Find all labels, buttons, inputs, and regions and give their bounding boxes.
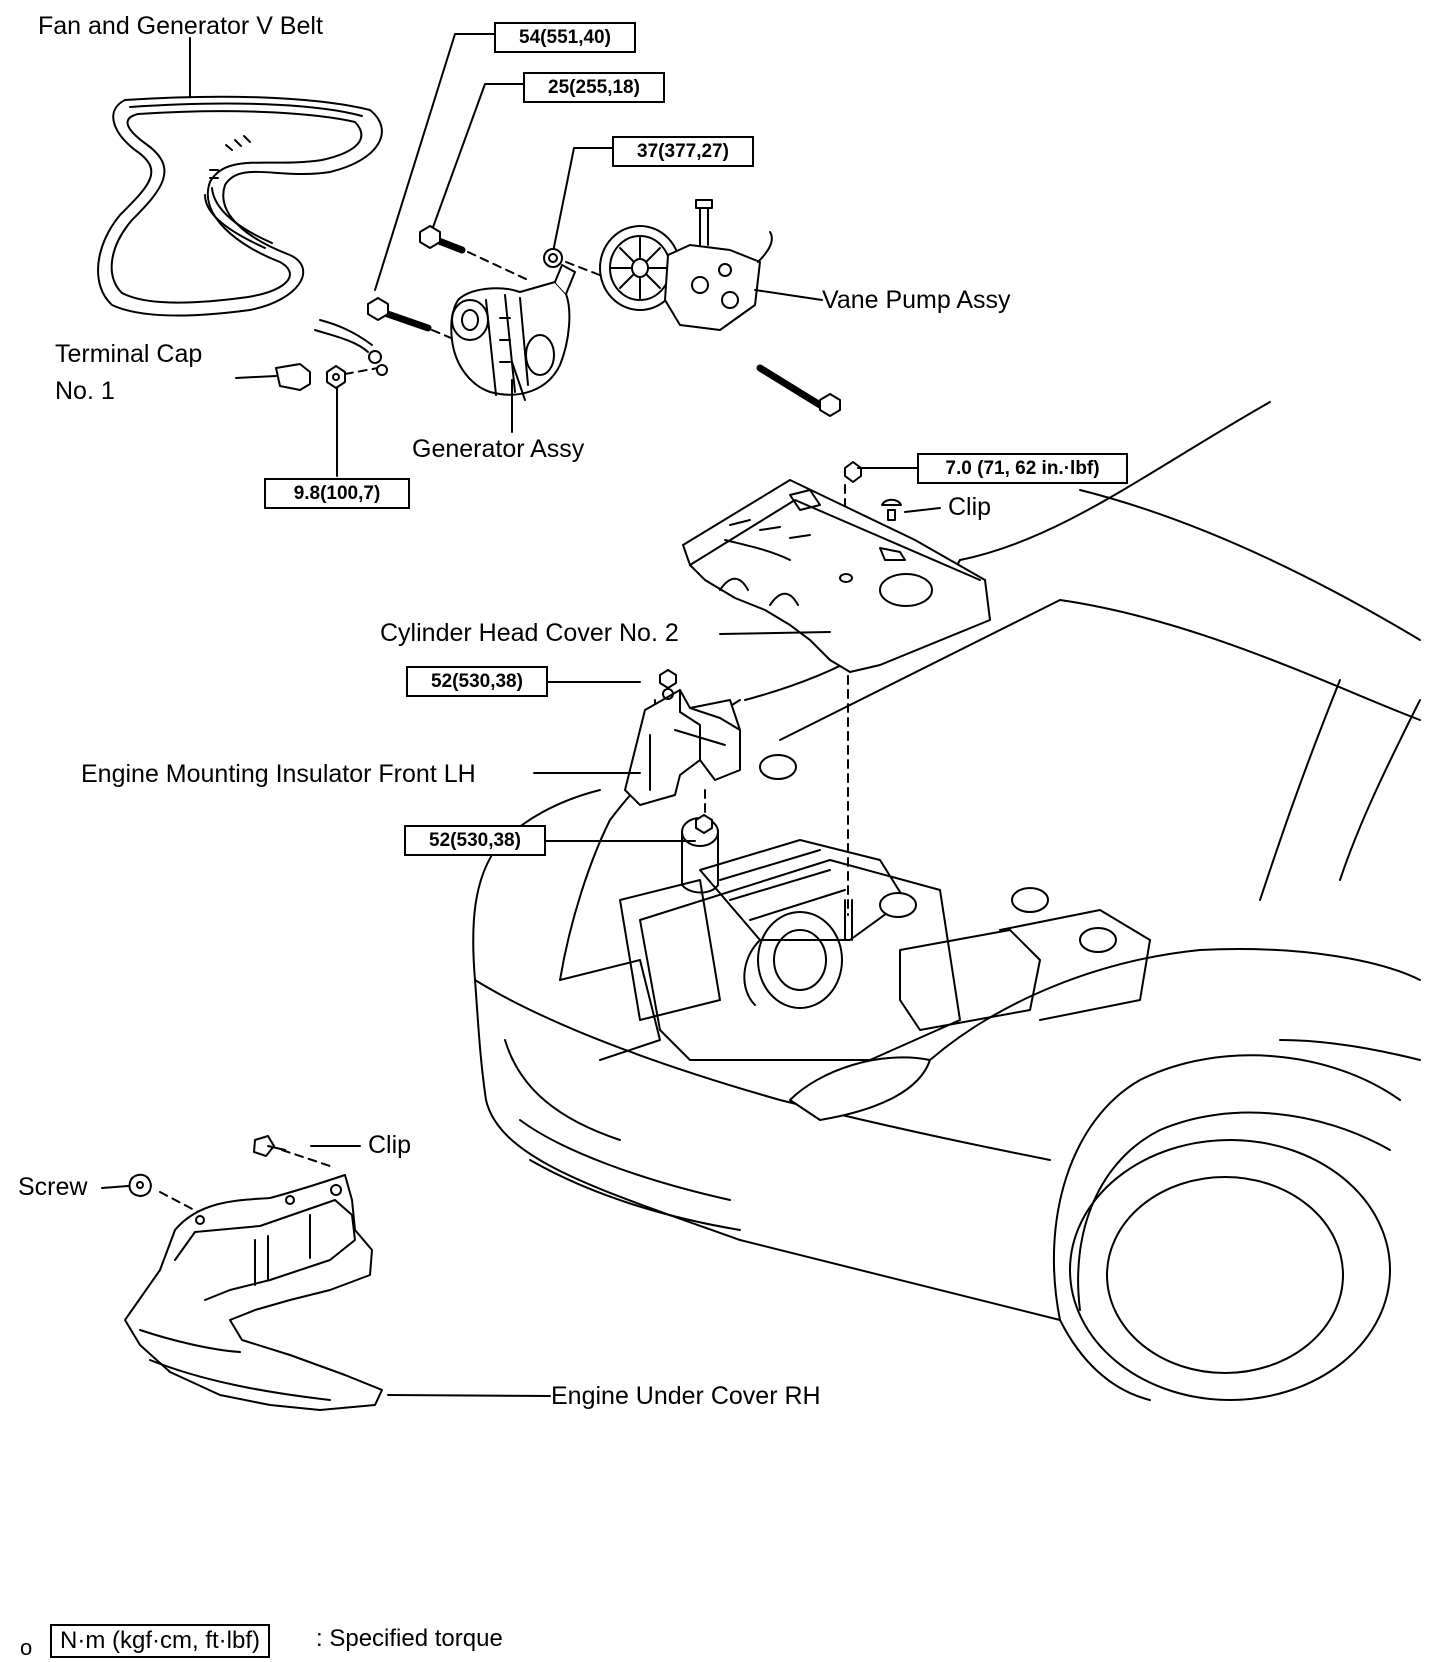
legend-text: : Specified torque <box>316 1625 503 1652</box>
label-vane-pump: Vane Pump Assy <box>822 286 1011 314</box>
torque-box-25: 25(255,18) <box>523 72 665 103</box>
terminal-wire <box>235 319 388 391</box>
legend-marker: o <box>20 1635 33 1660</box>
cylinder-head-cover-part <box>682 461 991 673</box>
v-belt-part <box>97 95 383 317</box>
under-cover-part <box>124 1135 383 1411</box>
label-screw: Screw <box>18 1173 88 1201</box>
label-engine-mount: Engine Mounting Insulator Front LH <box>81 760 476 788</box>
label-clip-bottom: Clip <box>368 1131 412 1159</box>
torque-box-54: 54(551,40) <box>494 22 636 53</box>
label-clip-top: Clip <box>948 493 992 521</box>
label-fan-belt: Fan and Generator V Belt <box>38 12 323 40</box>
generator-part <box>450 264 576 401</box>
torque-box-37: 37(377,27) <box>612 136 754 167</box>
label-terminal-cap-no: No. 1 <box>55 377 115 405</box>
label-terminal-cap: Terminal Cap <box>55 340 203 368</box>
generator-bolts <box>367 225 563 332</box>
torque-box-9-8: 9.8(100,7) <box>264 478 410 509</box>
label-cylinder-head-cover: Cylinder Head Cover No. 2 <box>380 619 679 647</box>
torque-box-52-upper: 52(530,38) <box>406 666 548 697</box>
legend-unit-box: N·m (kgf·cm, ft·lbf) <box>50 1624 270 1658</box>
vane-pump-part <box>599 199 841 417</box>
torque-box-52-lower: 52(530,38) <box>404 825 546 856</box>
torque-box-7-0: 7.0 (71, 62 in.·lbf) <box>917 453 1128 484</box>
vehicle-outline <box>472 401 1421 1401</box>
label-under-cover: Engine Under Cover RH <box>551 1382 821 1410</box>
label-generator: Generator Assy <box>412 435 585 463</box>
engine-mount-part <box>624 669 741 894</box>
